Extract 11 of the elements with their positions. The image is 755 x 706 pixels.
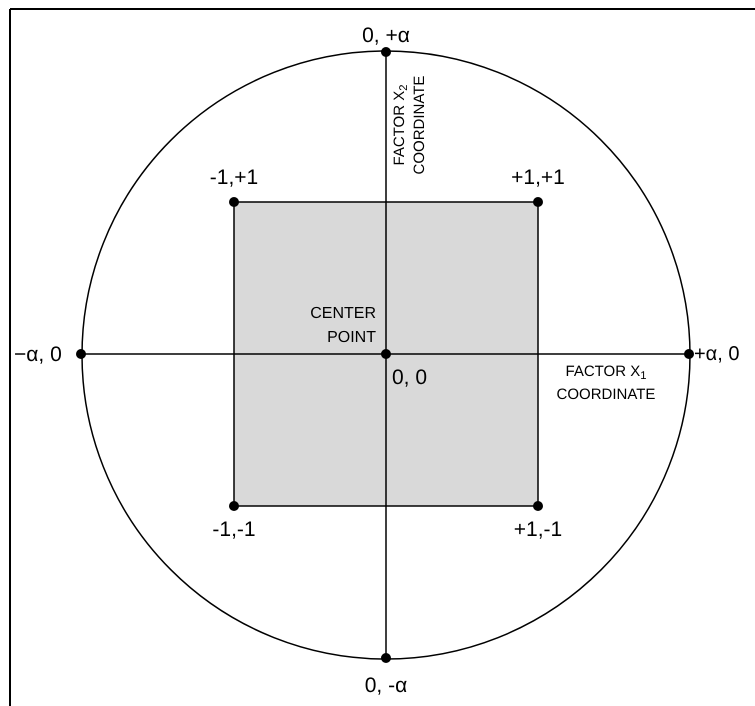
point-label: +α, 0 [694,342,740,367]
axis-label: FACTOR X$_{1}$ COORDINATE [556,362,656,405]
point-label: +1,-1 [512,517,564,543]
point-label: +1,+1 [510,165,566,191]
center-label: CENTER POINT [309,304,376,348]
point-label: −α, 0 [14,342,63,368]
point-label: 0, +α [361,23,411,49]
point-label: 0, -α [364,673,408,699]
point-label: -1,+1 [208,165,260,191]
point-label: 0, 0 [392,365,428,391]
point-label: -1,-1 [211,517,257,543]
